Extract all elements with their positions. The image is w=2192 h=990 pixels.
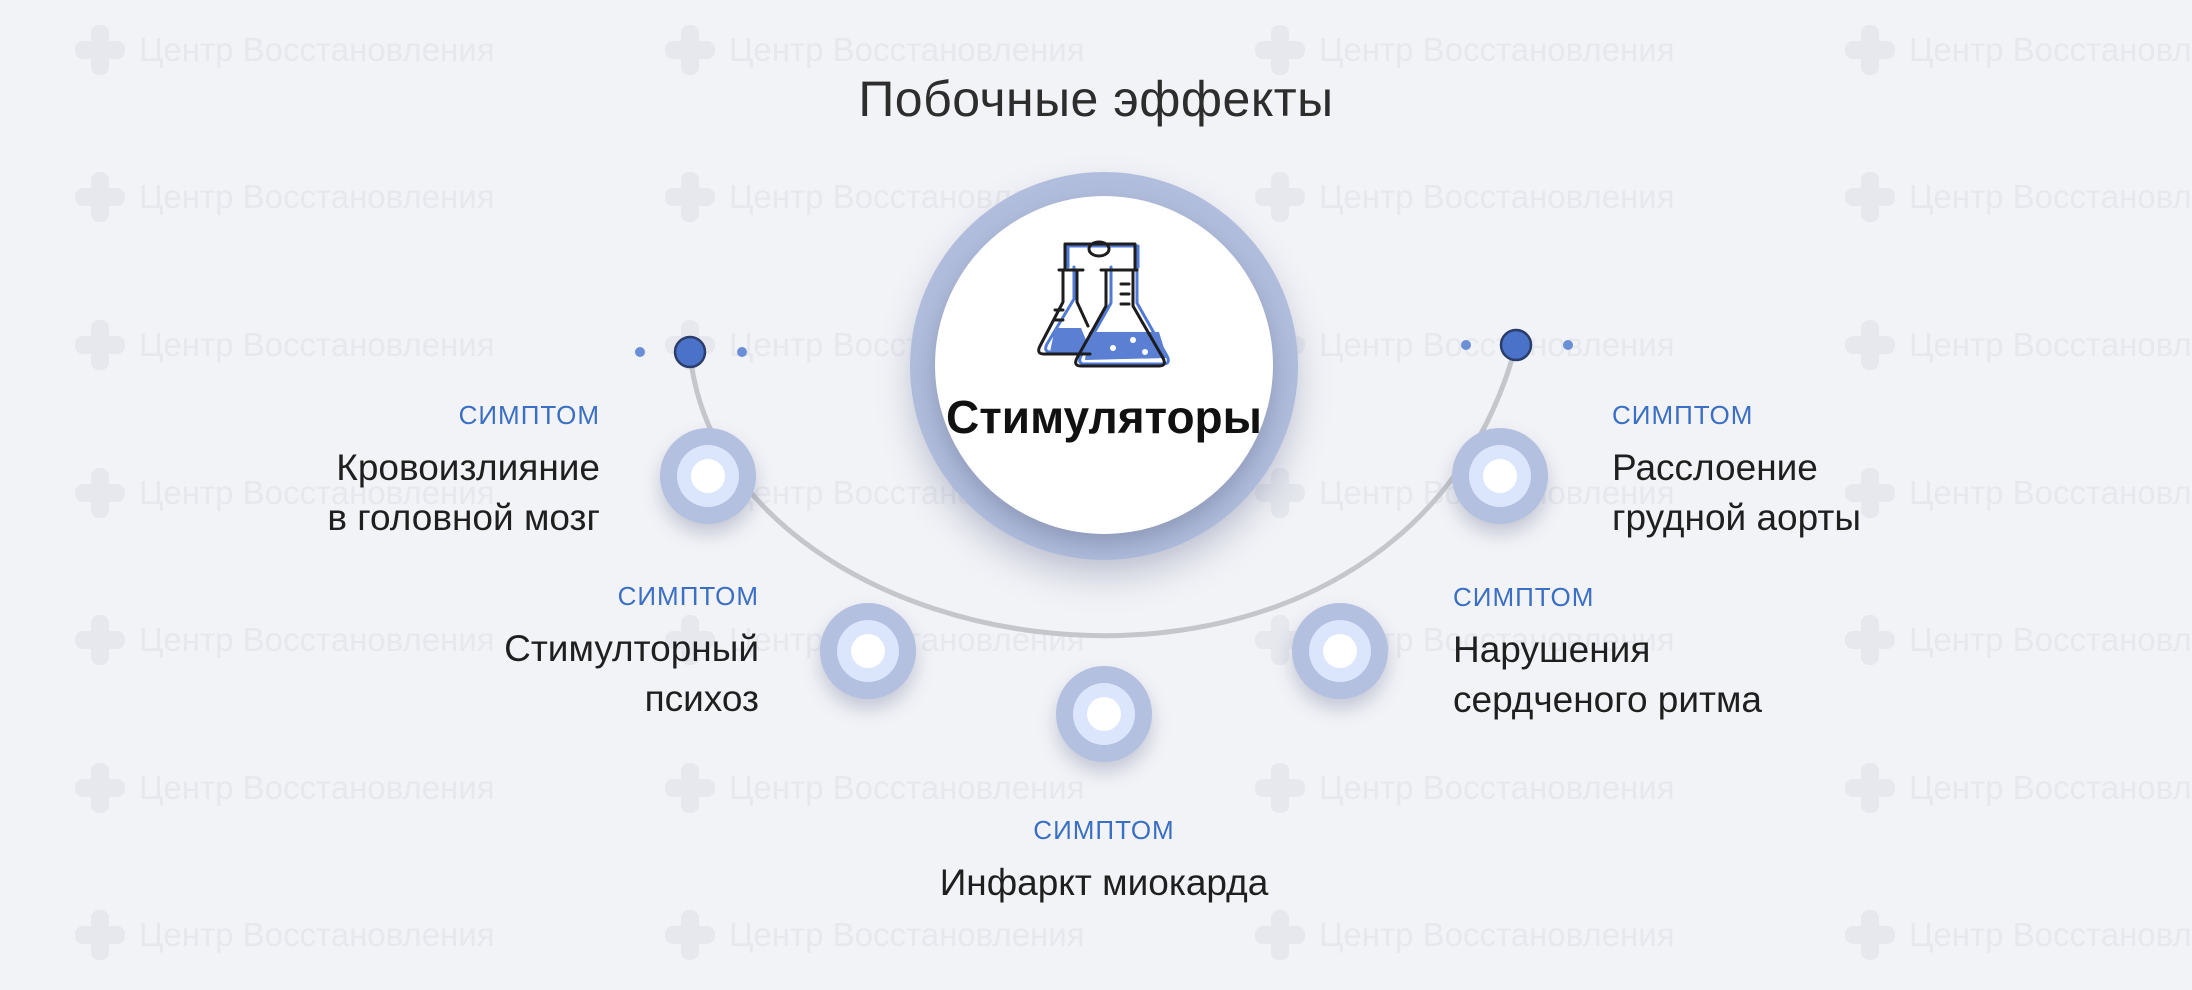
node-center (1483, 459, 1517, 493)
node-center (851, 634, 885, 668)
symptom-label-4: СИМПТОМ Нарушения сердченого ритма (1453, 582, 1913, 725)
symptom-name-line1: Нарушения (1453, 629, 1651, 670)
arc-end-dot-right (1499, 328, 1533, 362)
symptom-name-line1: Инфаркт миокарда (939, 862, 1269, 903)
symptom-tag: СИМПТОМ (1453, 582, 1595, 612)
flask-icon (1037, 240, 1170, 368)
symptom-tag: СИМПТОМ (617, 581, 759, 611)
symptom-node-1 (660, 428, 756, 524)
node-center (1087, 697, 1121, 731)
symptom-label-3: СИМПТОМ Инфаркт миокарда (804, 815, 1404, 908)
symptom-tag: СИМПТОМ (1612, 400, 1754, 430)
symptom-label-2: СИМПТОМ Стимулторный психоз (339, 581, 759, 724)
symptom-name-line1: Кровоизлияние (336, 447, 600, 488)
arc-end-dot-left-inner (737, 347, 747, 357)
symptom-node-3 (1056, 666, 1152, 762)
symptom-tag: СИМПТОМ (1033, 815, 1175, 845)
arc-end-dot-left-outer (635, 347, 645, 357)
symptom-name-line2: сердченого ритма (1453, 679, 1763, 720)
symptom-label-5: СИМПТОМ Расслоение грудной аорты (1612, 400, 2072, 543)
diagram-title: Побочные эффекты (858, 71, 1334, 127)
symptom-node-5 (1452, 428, 1548, 524)
node-center (691, 459, 725, 493)
symptom-node-2 (820, 603, 916, 699)
symptom-name-line1: Расслоение (1612, 447, 1818, 488)
symptom-name-line1: Стимулторный (504, 628, 759, 669)
arc-end-dot-right-outer (1461, 340, 1471, 350)
hub-label: Стимуляторы (946, 391, 1262, 443)
symptom-name-line2: психоз (644, 678, 759, 719)
arc-end-dot-left (673, 335, 707, 369)
arc-end-dot-right-inner (1563, 340, 1573, 350)
symptom-label-1: СИМПТОМ Кровоизлияние в головной мозг (180, 400, 600, 543)
symptom-tag: СИМПТОМ (458, 400, 600, 430)
symptom-name-line2: грудной аорты (1612, 497, 1861, 538)
symptom-node-4 (1292, 603, 1388, 699)
symptom-name-line2: в головной мозг (327, 497, 600, 538)
node-center (1323, 634, 1357, 668)
